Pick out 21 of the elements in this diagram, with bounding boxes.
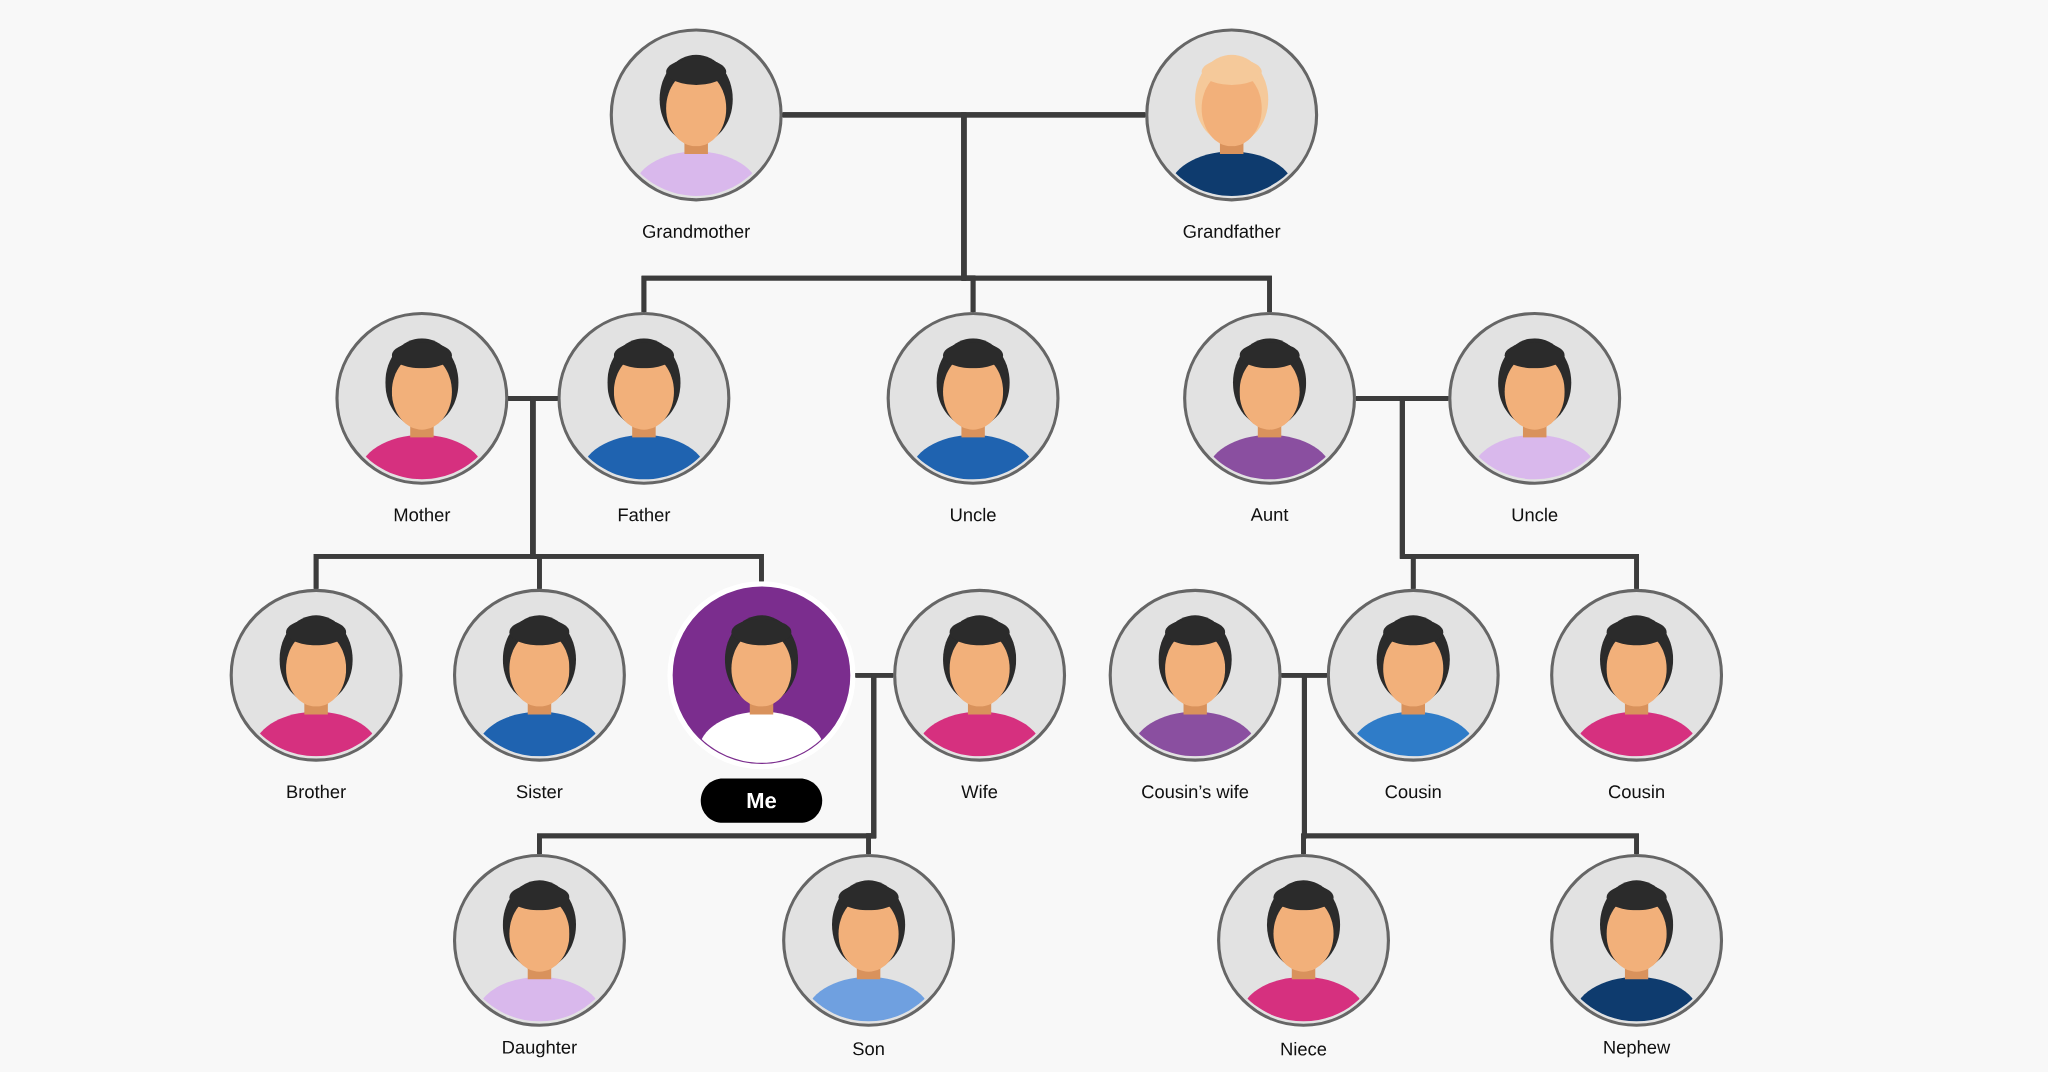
name-label: Nephew: [1604, 1040, 1671, 1058]
family-line: [961, 112, 1272, 312]
name-label: Uncle: [1512, 507, 1558, 522]
name-label: Grandfather: [1183, 224, 1281, 238]
name-label: Wife: [961, 784, 998, 799]
name-label: Grandmother: [643, 224, 750, 238]
name-label: Son: [853, 1042, 884, 1056]
name-label: Cousin: [1608, 784, 1664, 799]
family-line: [1399, 395, 1639, 589]
name-label: Mother: [394, 507, 451, 522]
name-label: Cousin’s wife: [1142, 784, 1249, 799]
name-label: Niece: [1281, 1041, 1327, 1056]
name-label: Cousin: [1385, 784, 1441, 799]
family-line: [866, 672, 894, 854]
name-label: Brother: [287, 784, 346, 799]
name-label: Daughter: [503, 1040, 577, 1058]
name-label: Aunt: [1250, 508, 1289, 521]
name-label: Uncle: [951, 507, 996, 522]
name-label: Sister: [516, 784, 563, 799]
name-label: Father: [618, 507, 671, 522]
name-badge: Me: [700, 778, 823, 823]
